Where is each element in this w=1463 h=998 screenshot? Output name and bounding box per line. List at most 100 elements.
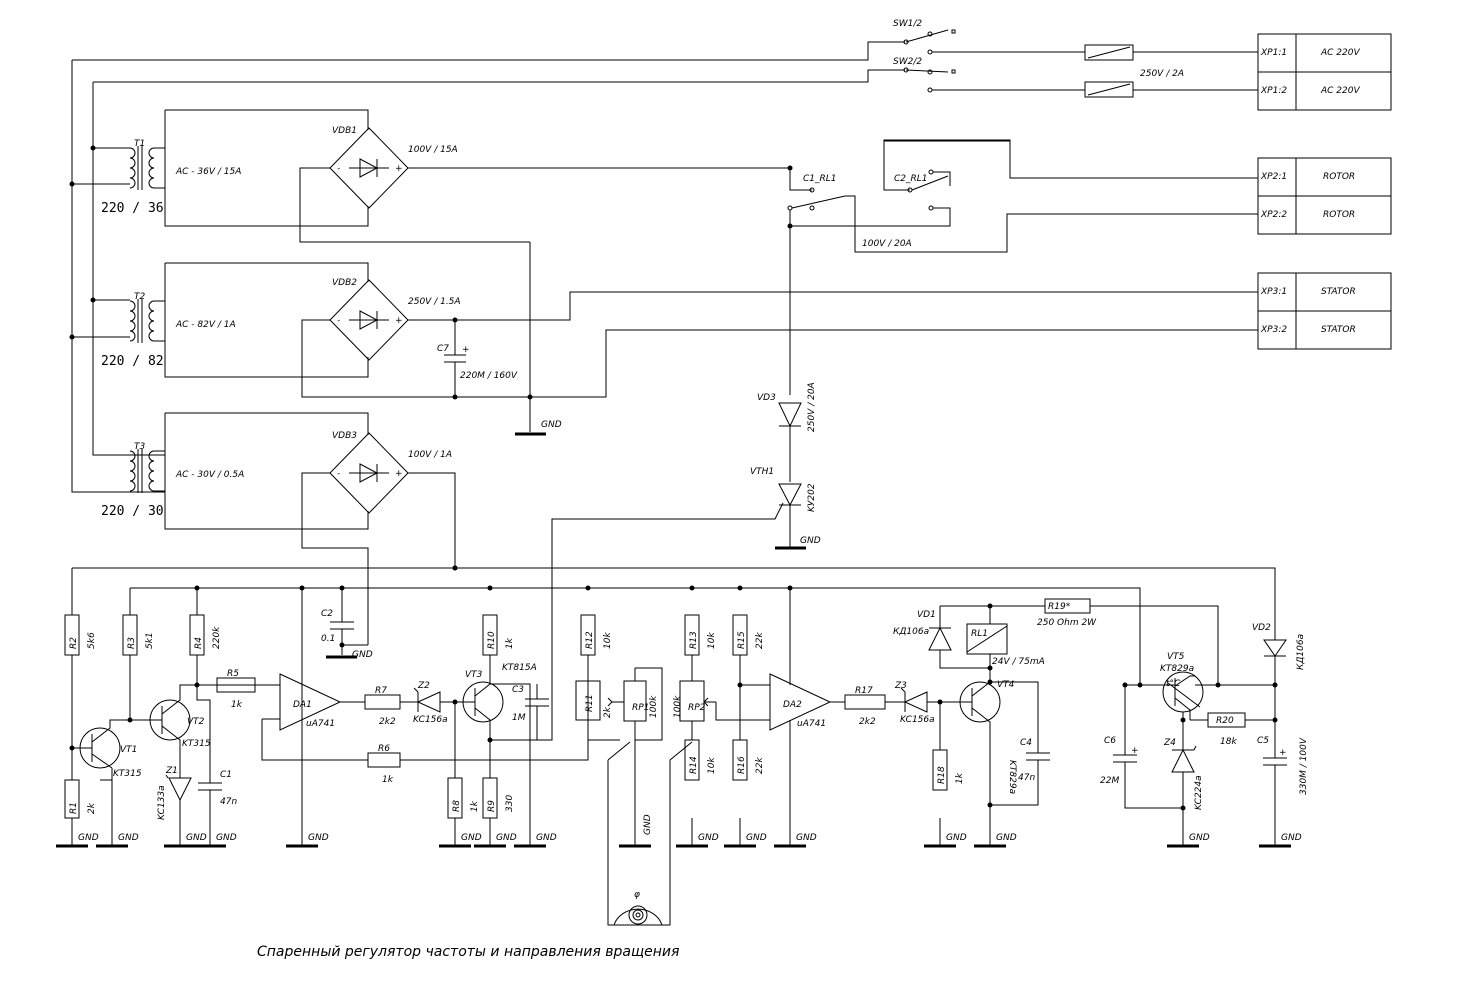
minus-sign: - (337, 469, 340, 479)
resistor-value: 5k6 (87, 632, 97, 649)
primary-winding (129, 147, 136, 159)
bridge-rating: 100V / 15A (408, 145, 458, 155)
vt5-type: KT829a (1160, 664, 1194, 674)
z4-type: KC224a (1194, 775, 1204, 810)
fuse-rating: 250V / 2A (1140, 69, 1184, 79)
primary-winding (129, 470, 136, 482)
secondary-winding (148, 177, 155, 189)
z4-ref: Z4 (1163, 738, 1176, 748)
resistor-value: 1k (955, 772, 965, 784)
resistor-ref: R4 (194, 637, 204, 649)
c1-value: 47n (220, 797, 237, 807)
transformer-ratio: 220 / 36 (101, 201, 164, 216)
capacitor-c3: C3 1M (490, 684, 549, 741)
resistor-ref: R17 (855, 686, 873, 696)
transistor-vt5: t°C VT5 KT829a R20 18k (1125, 652, 1278, 750)
transformer-secondary: AC - 82V / 1A (175, 320, 236, 330)
resistor-value: 1k (231, 700, 243, 710)
bridge-outline (329, 279, 409, 361)
secondary-winding (148, 460, 155, 472)
resistor-ref: R13 (689, 631, 699, 649)
minus-sign: - (337, 164, 340, 174)
pin-xp2-2-label: ROTOR (1323, 210, 1355, 220)
pin-xp2-1: XP2:1 (1260, 172, 1287, 182)
relay-rl1: RL1 24V / 75mA VD1 КД106a R19* 250 Ohm 2… (893, 598, 1219, 686)
secondary-winding (148, 310, 155, 322)
resistor-ref: R1 (69, 802, 79, 814)
fuse-1 (1084, 44, 1258, 61)
secondary-lead (154, 300, 166, 342)
resistor-value: 22k (755, 757, 765, 774)
ground-symbol: GND (724, 818, 767, 848)
secondary-winding (148, 320, 155, 332)
resistor-value: 1k (382, 775, 394, 785)
capacitor-c6: + C6 22M (1100, 682, 1183, 809)
ground-label: GND (78, 833, 99, 843)
c5-value: 330M / 100V (1299, 737, 1309, 795)
core (137, 146, 143, 190)
resistor-value: 22k (755, 632, 765, 649)
c2-value: 0.1 (321, 634, 335, 644)
vt3-type: KT815A (502, 663, 537, 673)
c2-label: C2_RL1 (894, 174, 928, 184)
c5-ref: C5 (1257, 736, 1269, 746)
vt1-ref: VT1 (120, 745, 137, 755)
pin-xp3-2: XP3:2 (1260, 325, 1287, 335)
bridge-ref: VDB2 (332, 278, 357, 288)
connector-xp2: XP2:1 ROTOR XP2:2 ROTOR (1257, 157, 1392, 235)
rp2-ref: RP2 (688, 703, 706, 713)
ground-symbol: GND (514, 818, 557, 848)
ground-symbol: GND (164, 818, 207, 848)
pin-xp1-1: XP1:1 (1260, 48, 1287, 58)
ground-label: GND (118, 833, 139, 843)
pin-xp1-2-label: AC 220V (1320, 86, 1360, 96)
resistor-ref: R2 (69, 637, 79, 649)
resistor-body (364, 694, 401, 710)
rp2-value: 100k (673, 695, 683, 718)
pin-xp1-1-label: AC 220V (1320, 48, 1360, 58)
diode-vd3: VD3 250V / 20A (757, 382, 817, 482)
resistor-ref: R14 (689, 756, 699, 774)
resistor-ref: R8 (452, 800, 462, 812)
opamp-da1: DA1 uA741 (255, 673, 368, 761)
vd2-ref: VD2 (1252, 623, 1271, 633)
switch-sw2: SW2/2 (893, 57, 1085, 93)
r19-ref: R19* (1048, 602, 1071, 612)
ground-symbol: GND (1259, 818, 1302, 848)
ground-label: GND (308, 833, 329, 843)
fuse-2 (1084, 81, 1258, 98)
bridge-rating: 250V / 1.5A (408, 297, 461, 307)
transformer-ref: T1 (134, 139, 145, 149)
ground-label: GND (796, 833, 817, 843)
plus-sign: + (395, 469, 403, 479)
c2-ref: C2 (321, 609, 333, 619)
r20-ref: R20 (1216, 716, 1234, 726)
bridge-outline (329, 127, 409, 209)
resistor-value: 10k (603, 632, 613, 649)
ground-symbol: GND (96, 818, 139, 848)
transformer-ref: T3 (134, 442, 145, 452)
ground-label: GND (746, 833, 767, 843)
capacitor-c5: + C5 330M / 100V (1257, 736, 1309, 845)
mains-input: SW1/2 SW2/2 250V / 2A (69, 19, 1258, 493)
z2-ref: Z2 (417, 681, 430, 691)
zener-z1: Z1 KC133a (157, 752, 192, 845)
secondary-winding (148, 480, 155, 492)
capacitor-c2: C2 0.1 GND (321, 588, 373, 660)
secondary-winding (148, 157, 155, 169)
plus-sign: + (395, 316, 403, 326)
vd3-ref: VD3 (757, 393, 776, 403)
